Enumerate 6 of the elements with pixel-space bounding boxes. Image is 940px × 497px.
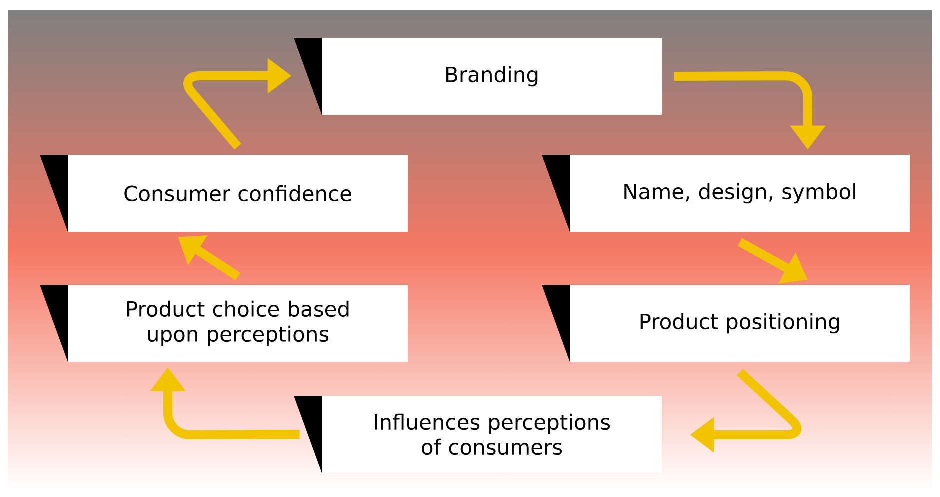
text-box: Product choice based upon perceptions xyxy=(40,285,408,362)
text-box: Name, design, symbol xyxy=(542,155,910,232)
text-box: Influences perceptions of consumers xyxy=(294,396,662,473)
text-box: Consumer confidence xyxy=(40,155,408,232)
text-box: Branding xyxy=(294,38,662,115)
text-box: Product positioning xyxy=(542,285,910,362)
